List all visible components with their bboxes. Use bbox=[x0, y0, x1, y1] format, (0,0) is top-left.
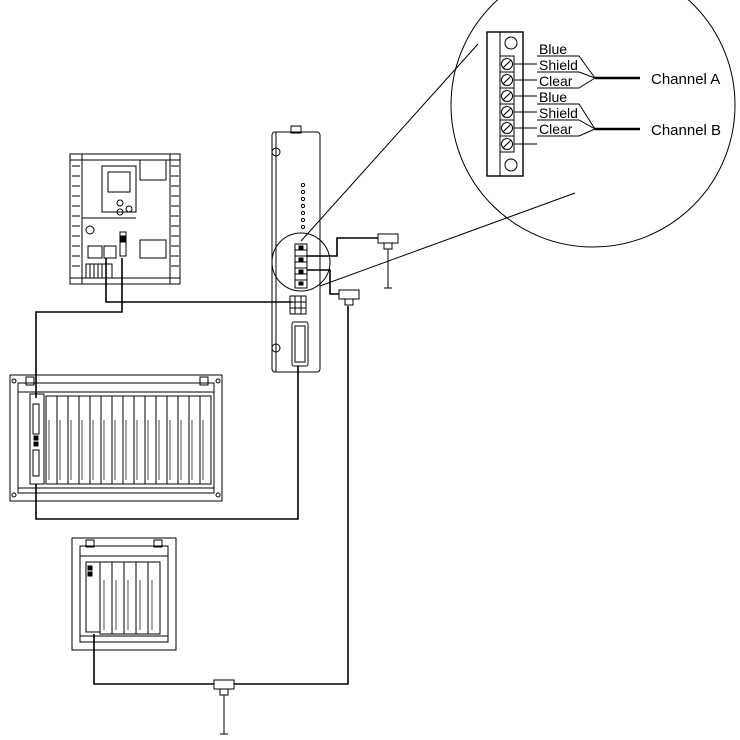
screw-2 bbox=[499, 71, 515, 89]
screw-4 bbox=[499, 103, 515, 121]
t-connector-upper bbox=[377, 233, 399, 289]
io-chassis-large bbox=[9, 374, 223, 502]
io-modules-large bbox=[45, 395, 212, 485]
status-leds bbox=[300, 182, 306, 230]
io-adapter bbox=[29, 393, 45, 485]
module-terminal-strip bbox=[294, 243, 308, 289]
cable-channel-a-trunk bbox=[307, 237, 382, 257]
module-db-connector bbox=[291, 321, 309, 367]
io-module-stripes-small bbox=[103, 580, 153, 630]
screw-1 bbox=[499, 55, 515, 73]
label-clear-b: Clear bbox=[539, 121, 573, 137]
terminal-block bbox=[486, 31, 524, 177]
processor-chassis bbox=[69, 153, 181, 285]
cable-processor-to-module bbox=[105, 258, 292, 303]
cable-io-small bbox=[93, 634, 217, 685]
magnifier-circle bbox=[450, 0, 736, 248]
callout-line-bottom bbox=[319, 192, 576, 287]
zoom-circle bbox=[271, 232, 331, 292]
screw-top bbox=[504, 36, 518, 50]
screw-5 bbox=[499, 119, 515, 137]
t-connectors bbox=[213, 233, 399, 735]
label-blue-b: Blue bbox=[539, 89, 567, 105]
label-blue-a: Blue bbox=[539, 41, 567, 57]
screw-3 bbox=[499, 87, 515, 105]
t-connector-middle bbox=[338, 289, 360, 306]
screw-6 bbox=[499, 135, 515, 153]
channel-b-label: Channel B bbox=[651, 122, 721, 139]
module-connector-grid bbox=[289, 295, 307, 315]
keyhole-top bbox=[271, 147, 281, 164]
cable-io-large-to-module bbox=[35, 366, 299, 520]
magnifier-callout: Blue Shield Clear Blue Shield Clear Chan… bbox=[300, 0, 736, 287]
cables bbox=[35, 237, 382, 685]
channel-a-label: Channel A bbox=[651, 71, 720, 88]
screw-bottom bbox=[504, 158, 518, 172]
keyhole-bottom bbox=[271, 343, 281, 360]
io-chassis-small bbox=[71, 537, 177, 651]
terminal-labels: Blue Shield Clear Blue Shield Clear bbox=[539, 41, 578, 137]
t-connector-lower bbox=[213, 679, 235, 735]
processor-module bbox=[101, 165, 137, 213]
io-adapter-small bbox=[85, 561, 101, 633]
callout-line-top bbox=[300, 43, 479, 242]
terminal-screws bbox=[499, 36, 518, 172]
cable-processor-to-io-large bbox=[35, 258, 123, 398]
terminal-wires bbox=[514, 55, 640, 145]
cable-to-io-small bbox=[229, 306, 349, 685]
label-shield-a: Shield bbox=[539, 57, 578, 73]
processor-keypad bbox=[85, 263, 113, 279]
io-modules-small bbox=[99, 561, 161, 635]
io-module-stripes-large bbox=[48, 420, 204, 480]
label-clear-a: Clear bbox=[539, 73, 573, 89]
scanner-module bbox=[271, 125, 331, 373]
label-shield-b: Shield bbox=[539, 105, 578, 121]
chassis-vents bbox=[72, 165, 179, 267]
